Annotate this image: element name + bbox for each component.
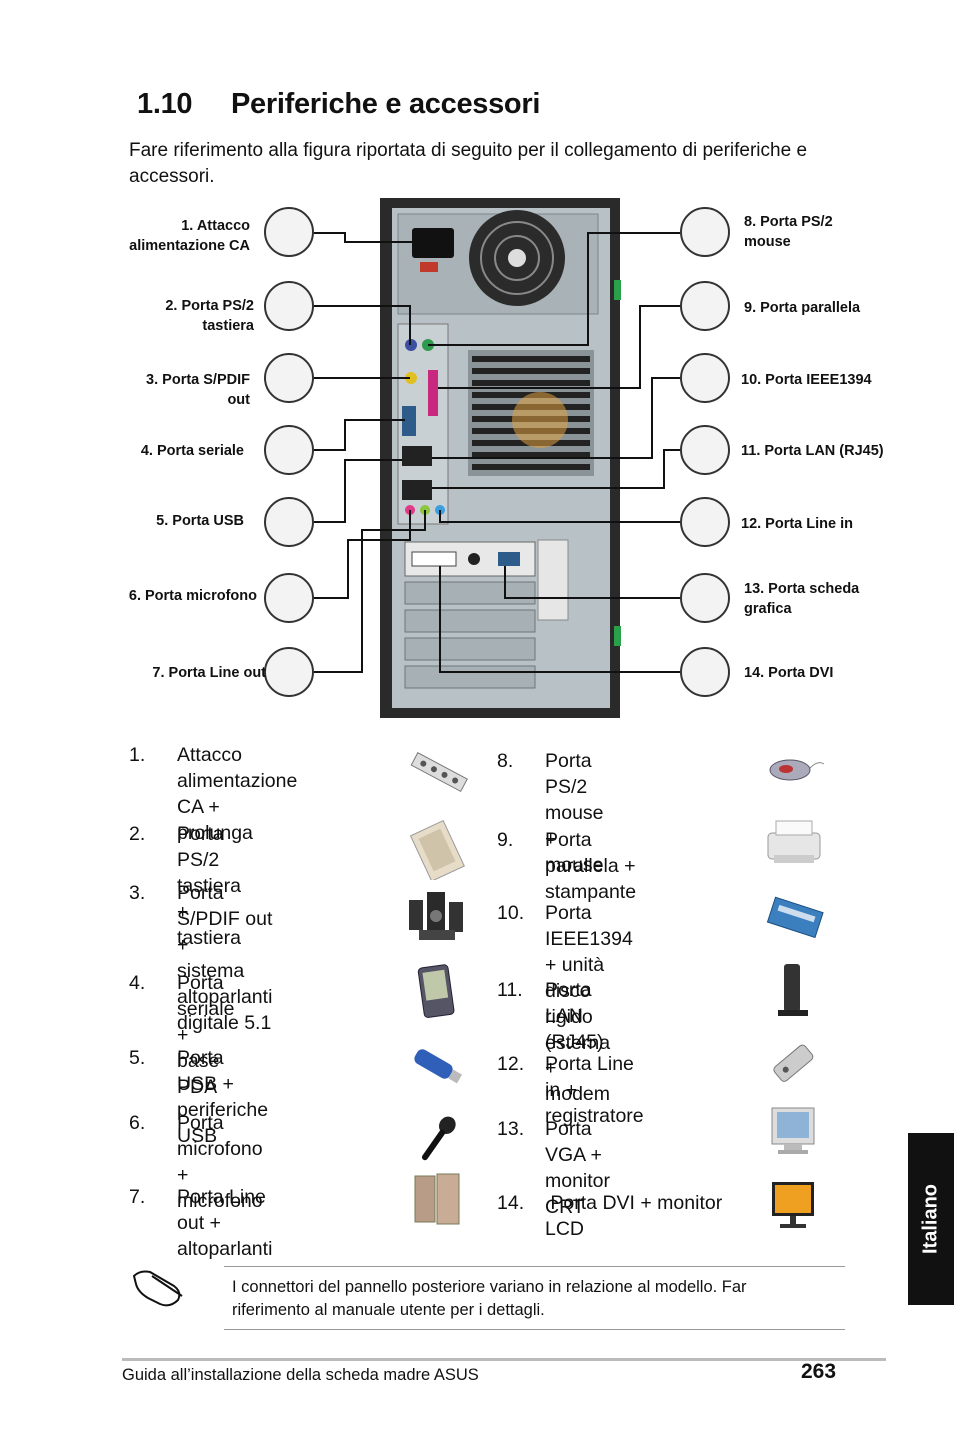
section-number: 1.10	[137, 88, 193, 120]
note-rule-top	[224, 1266, 845, 1267]
footer-rule	[122, 1358, 886, 1361]
section-title: Periferiche e accessori	[231, 88, 541, 120]
page-number: 263	[801, 1360, 837, 1383]
connector-label-14: 14. Porta DVI	[744, 665, 834, 681]
connector-label-6: 6. Porta microfono	[128, 588, 257, 604]
power-plug-icon	[264, 207, 314, 257]
parallel-plug-icon	[680, 281, 730, 331]
external-hard-drive-icon	[766, 896, 824, 939]
speaker-system-icon	[409, 892, 463, 940]
language-tab: Italiano	[908, 1133, 954, 1305]
power-socket	[412, 228, 454, 258]
ps2-keyboard-plug-icon	[264, 281, 314, 331]
connector-label-10: 10. Porta IEEE1394	[741, 372, 872, 388]
spdif-plug-icon	[264, 353, 314, 403]
speakers-icon	[414, 1173, 460, 1225]
connector-label-9: 9. Porta parallela	[744, 300, 861, 316]
note-rule-bottom	[224, 1329, 845, 1330]
lcd-monitor-icon	[772, 1182, 814, 1228]
language-tab-label: Italiano	[919, 1183, 942, 1255]
microphone-plug-icon	[264, 573, 314, 623]
pointing-hand-icon	[132, 1270, 183, 1307]
usb-drive-icon	[414, 1049, 463, 1084]
connector-label-7: 7. Porta Line out	[152, 665, 266, 681]
footer-text: Guida all’installazione della scheda mad…	[122, 1366, 479, 1384]
rear-panel-diagram	[314, 198, 680, 718]
line-out-plug-icon	[264, 647, 314, 697]
section-heading: 1.10 Periferiche e accessori	[137, 88, 540, 121]
crt-monitor-icon	[771, 1107, 815, 1154]
lan-plug-icon	[680, 425, 730, 475]
intro-paragraph: Fare riferimento alla figura riportata d…	[129, 140, 808, 187]
ieee1394-plug-icon	[680, 353, 730, 403]
ps2-mouse-plug-icon	[680, 207, 730, 257]
pda-icon	[417, 964, 455, 1018]
usb-plug-icon	[264, 497, 314, 547]
connector-label-5: 5. Porta USB	[156, 513, 244, 529]
recorder-icon	[773, 1044, 814, 1082]
connector-label-12: 12. Porta Line in	[741, 516, 853, 532]
microphone-icon	[421, 1116, 456, 1161]
vga-plug-icon	[680, 573, 730, 623]
keyboard-icon	[409, 820, 465, 880]
dvi-plug-icon	[680, 647, 730, 697]
modem-icon	[778, 964, 808, 1016]
power-strip-icon	[410, 752, 468, 793]
printer-icon	[767, 820, 821, 863]
line-in-plug-icon	[680, 497, 730, 547]
serial-plug-icon	[264, 425, 314, 475]
mouse-icon	[769, 759, 825, 781]
note-text: I connettori del pannello posteriore var…	[232, 1278, 747, 1319]
connector-label-11: 11. Porta LAN (RJ45)	[741, 443, 884, 459]
connector-label-4: 4. Porta seriale	[140, 443, 244, 459]
